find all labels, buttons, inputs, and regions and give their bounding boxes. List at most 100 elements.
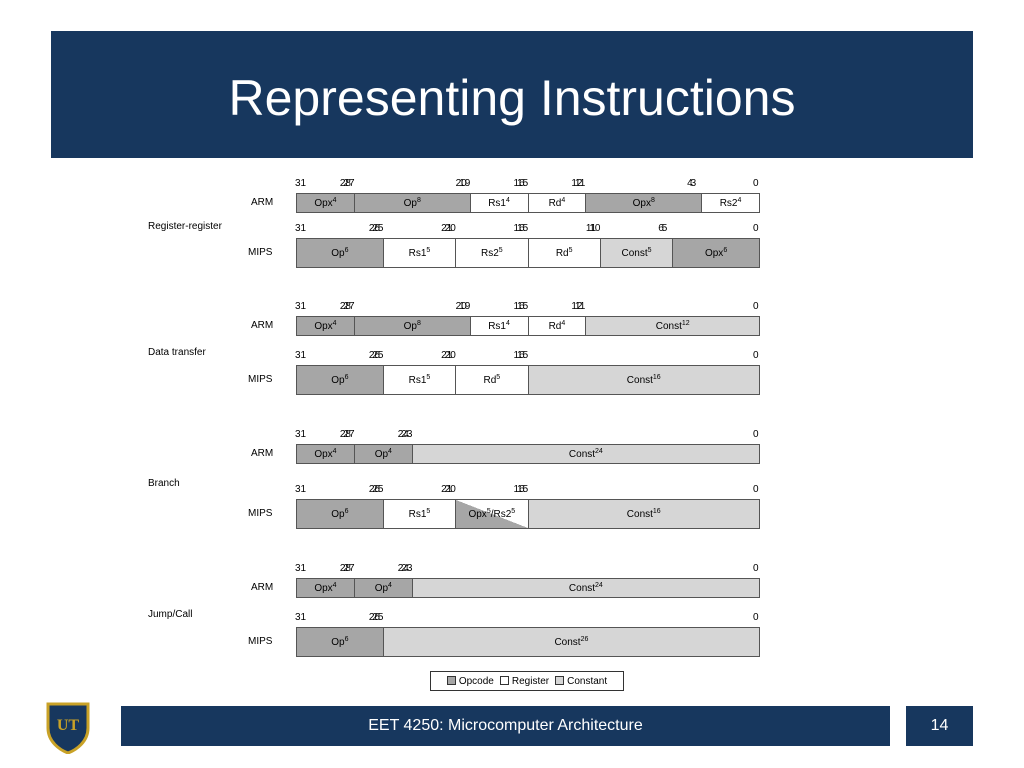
bit-position-label: 27	[343, 178, 355, 189]
legend: Opcode Register Constant	[430, 671, 624, 691]
bit-position-label: 0	[753, 223, 759, 234]
bit-position-label: 28	[339, 301, 351, 312]
arch-label: ARM	[251, 197, 274, 208]
bit-position-label: 31	[295, 429, 307, 440]
page-number-box: 14	[906, 706, 973, 746]
bit-position-label: 16	[513, 223, 525, 234]
category-label: Branch	[148, 478, 180, 489]
legend-register: Register	[499, 676, 549, 687]
bit-position-label: 16	[513, 484, 525, 495]
bit-position-label: 23	[401, 429, 413, 440]
arch-label: ARM	[251, 448, 274, 459]
category-label: Data transfer	[148, 347, 206, 358]
logo-text: UT	[57, 717, 80, 734]
bit-position-label: 19	[459, 178, 471, 189]
bit-position-label: 0	[753, 350, 759, 361]
bit-position-label: 28	[339, 178, 351, 189]
bit-position-label: 0	[753, 484, 759, 495]
category-label: Register-register	[148, 221, 222, 232]
bit-position-label: 11	[585, 223, 597, 234]
bit-position-label: 4	[687, 178, 693, 189]
bit-position-label: 27	[343, 429, 355, 440]
bit-position-label: 31	[295, 563, 307, 574]
bit-position-label: 31	[295, 350, 307, 361]
arch-label: ARM	[251, 320, 274, 331]
bit-position-label: 15	[517, 301, 529, 312]
slide-title: Representing Instructions	[228, 70, 796, 126]
bit-position-label: 0	[753, 563, 759, 574]
university-shield-logo: UT	[46, 702, 90, 754]
bit-position-label: 15	[517, 178, 529, 189]
bit-position-label: 20	[444, 484, 456, 495]
bit-position-label: 23	[401, 563, 413, 574]
bit-position-label: 25	[372, 223, 384, 234]
bit-position-label: 31	[295, 612, 307, 623]
bit-position-label: 31	[295, 301, 307, 312]
arch-label: ARM	[251, 582, 274, 593]
bit-position-label: 24	[397, 429, 409, 440]
bit-position-label: 0	[753, 178, 759, 189]
bit-position-label: 31	[295, 223, 307, 234]
bit-position-label: 26	[368, 484, 380, 495]
legend-opcode: Opcode	[446, 676, 494, 687]
bit-position-label: 21	[441, 223, 453, 234]
bit-position-label: 31	[295, 178, 307, 189]
bit-position-label: 6	[658, 223, 664, 234]
footer-bar: EET 4250: Microcomputer Architecture	[121, 706, 890, 746]
bit-position-label: 10	[589, 223, 601, 234]
title-bar: Representing Instructions	[51, 31, 973, 158]
bit-position-label: 26	[368, 350, 380, 361]
page-number: 14	[930, 717, 949, 734]
legend-constant: Constant	[555, 676, 607, 687]
bit-position-label: 15	[517, 223, 529, 234]
arch-label: MIPS	[248, 374, 273, 385]
bit-position-label: 25	[372, 612, 384, 623]
bit-position-label: 15	[517, 484, 529, 495]
bit-position-label: 28	[339, 429, 351, 440]
bit-position-label: 21	[441, 484, 453, 495]
bit-position-label: 20	[444, 350, 456, 361]
bit-position-label: 16	[513, 350, 525, 361]
bit-position-label: 0	[753, 301, 759, 312]
bit-position-label: 26	[368, 223, 380, 234]
arch-label: MIPS	[248, 508, 273, 519]
bit-position-label: 0	[753, 429, 759, 440]
bit-position-label: 19	[459, 301, 471, 312]
bit-position-label: 27	[343, 301, 355, 312]
bit-position-label: 28	[339, 563, 351, 574]
bit-position-label: 26	[368, 612, 380, 623]
footer-course: EET 4250: Microcomputer Architecture	[368, 717, 643, 734]
bit-position-label: 24	[397, 563, 409, 574]
bit-position-label: 12	[571, 301, 583, 312]
bit-position-label: 12	[571, 178, 583, 189]
arch-label: MIPS	[248, 247, 273, 258]
